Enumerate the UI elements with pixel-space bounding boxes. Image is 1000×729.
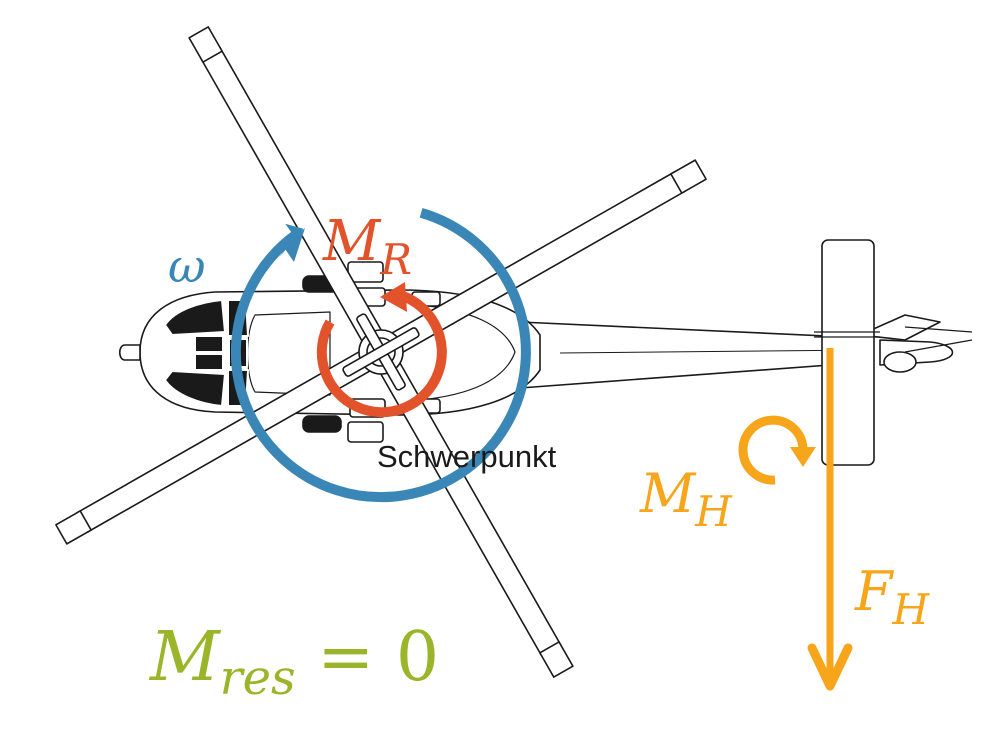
curved-arrow-icon (316, 289, 447, 418)
rotor-moment-label: MR (322, 209, 412, 284)
curved-arrow-icon (230, 208, 531, 503)
nose-probe (118, 344, 141, 361)
helicopter-top-view-icon (55, 26, 973, 678)
tail-rotor (821, 239, 875, 466)
tail-moment-label: MH (639, 462, 733, 536)
tail-moment-arrow (738, 415, 816, 485)
center-of-gravity-label: Schwerpunkt (377, 439, 557, 474)
resultant-moment-equation: Mres = 0 (148, 618, 439, 706)
curved-arrow-icon (738, 415, 808, 485)
tail-force-label: FH (854, 560, 930, 634)
tail-force-arrow (807, 348, 853, 691)
rotor-moment-arrow (316, 282, 447, 418)
omega-rotation-arrow (230, 208, 531, 503)
omega-label: ω (168, 239, 206, 293)
rotor-hub (342, 313, 420, 391)
tail-stabilizer (859, 314, 941, 341)
